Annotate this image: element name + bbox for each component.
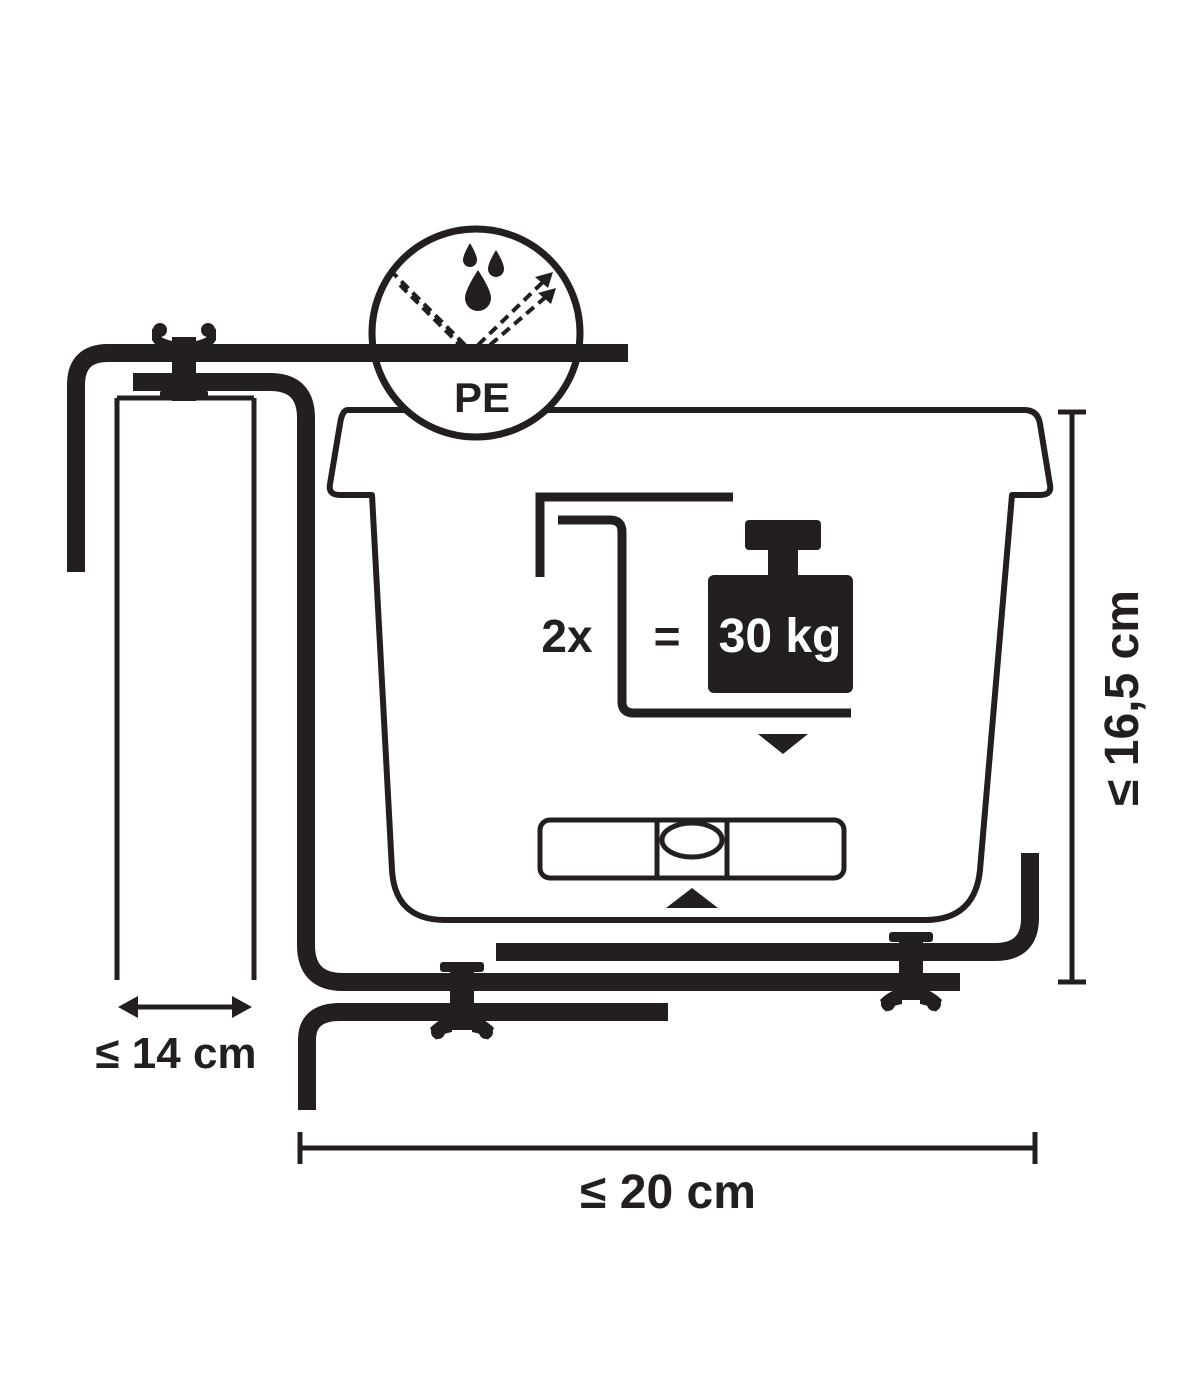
material-label: PE [454, 374, 510, 421]
depth-label: ≤ 20 cm [580, 1166, 756, 1219]
rail-width-dimension [118, 996, 252, 1018]
planter-holder [496, 853, 1039, 961]
wing-screw-top [152, 323, 216, 401]
multiplier-label: 2x [541, 610, 593, 662]
reflection-rays-icon [388, 268, 550, 347]
wing-screw-bottom-left [430, 962, 494, 1040]
water-drops-icon [463, 243, 504, 311]
wing-screw-bottom-right [880, 932, 942, 1012]
weight-icon [708, 520, 853, 693]
railing-post [114, 395, 257, 980]
weight-label: 30 kg [719, 610, 842, 663]
height-label: ≤ 16,5 cm [1096, 590, 1149, 806]
level-up-arrow-icon [666, 888, 718, 908]
depth-dimension [297, 1132, 1038, 1164]
inner-bracket-arm [133, 373, 960, 991]
equals-sign: = [654, 610, 681, 662]
lower-hook [298, 1003, 668, 1110]
material-badge: PE [368, 225, 584, 441]
bracket-count-icon [535, 492, 851, 718]
planter-box [326, 407, 1054, 923]
upper-hook [67, 344, 628, 572]
spirit-level-icon [537, 817, 847, 881]
rail-width-label: ≤ 14 cm [95, 1029, 256, 1078]
load-down-arrow-icon [758, 734, 808, 754]
height-dimension [1058, 409, 1086, 985]
